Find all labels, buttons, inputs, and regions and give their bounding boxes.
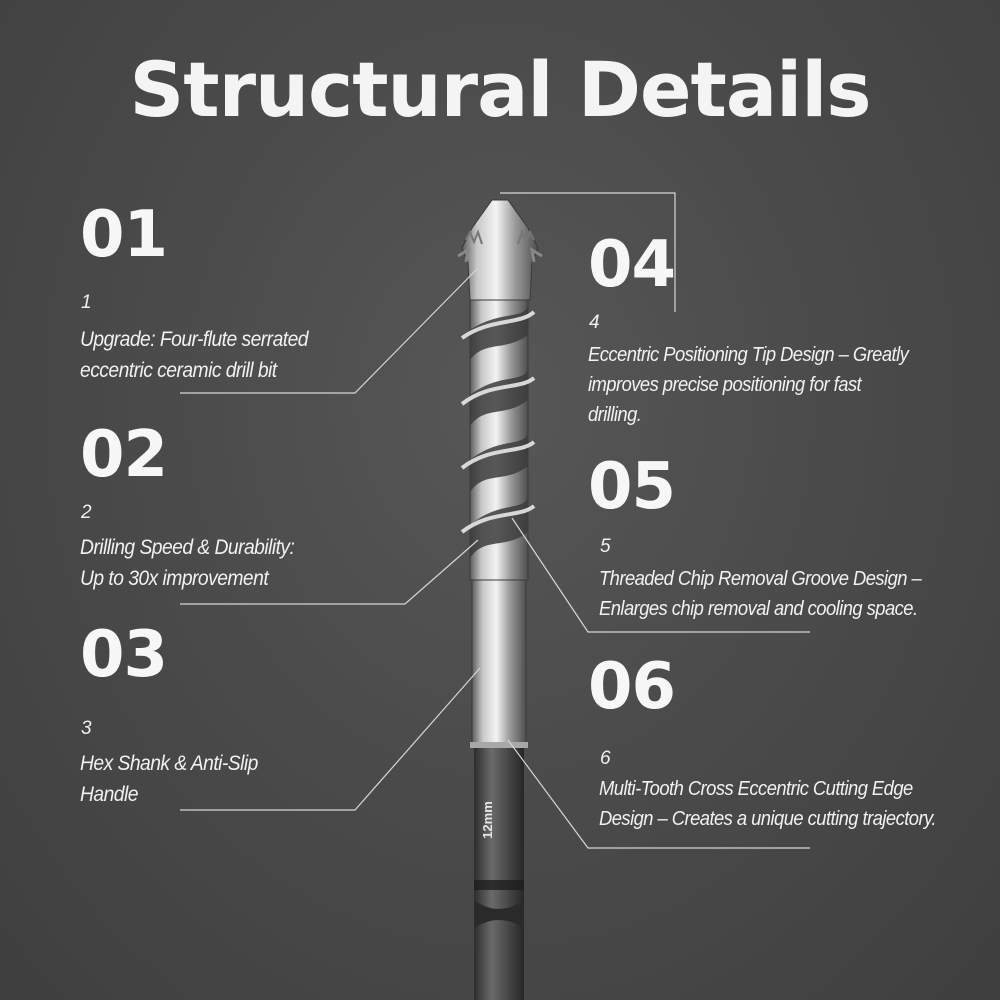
- item-05-number: 05: [588, 450, 676, 524]
- leader-lines: [180, 192, 810, 849]
- item-03-number: 03: [80, 618, 168, 692]
- item-05-index: 5: [600, 536, 611, 557]
- item-01-line-1: Upgrade: Four-flute serrated: [80, 328, 309, 351]
- leader-line-02: [180, 539, 479, 605]
- item-05-line-1: Threaded Chip Removal Groove Design –: [599, 568, 922, 590]
- item-04-index: 4: [589, 312, 600, 333]
- leader-line-04: [500, 192, 676, 312]
- item-02-line-2: Up to 30x improvement: [80, 567, 269, 590]
- item-02-line-1: Drilling Speed & Durability:: [80, 536, 295, 559]
- item-03-description: Hex Shank & Anti-Slip Handle: [80, 748, 258, 810]
- item-01-number: 01: [80, 198, 168, 272]
- item-04-line-1: Eccentric Positioning Tip Design – Great…: [588, 344, 909, 366]
- item-06-index: 6: [600, 748, 611, 769]
- leader-line-03: [180, 667, 481, 811]
- item-04-line-2: improves precise positioning for fast: [588, 374, 862, 396]
- item-01-description: Upgrade: Four-flute serrated eccentric c…: [80, 324, 309, 386]
- item-04-line-3: drilling.: [588, 404, 642, 426]
- item-03-line-1: Hex Shank & Anti-Slip: [80, 752, 258, 775]
- leader-line-05: [511, 517, 810, 633]
- item-01-index: 1: [81, 292, 92, 313]
- hex-shank: 12mm: [474, 748, 524, 1000]
- item-01-line-2: eccentric ceramic drill bit: [80, 359, 277, 382]
- drill-flute-body: [460, 299, 536, 581]
- item-03-index: 3: [81, 718, 92, 739]
- item-05-description: Threaded Chip Removal Groove Design – En…: [599, 564, 922, 624]
- leader-line-06: [507, 739, 810, 849]
- drill-tip: [457, 199, 543, 301]
- item-05-line-2: Enlarges chip removal and cooling space.: [599, 598, 918, 620]
- item-04-number: 04: [588, 228, 676, 302]
- item-02-index: 2: [81, 502, 92, 523]
- item-06-line-1: Multi-Tooth Cross Eccentric Cutting Edge: [599, 778, 913, 800]
- drill-size-label: 12mm: [480, 801, 495, 839]
- item-06-line-2: Design – Creates a unique cutting trajec…: [599, 808, 936, 830]
- drill-shank: [470, 579, 528, 748]
- item-06-number: 06: [588, 650, 676, 724]
- leader-line-01: [180, 267, 479, 394]
- item-02-description: Drilling Speed & Durability: Up to 30x i…: [80, 532, 295, 594]
- item-04-description: Eccentric Positioning Tip Design – Great…: [588, 340, 909, 430]
- item-02-number: 02: [80, 418, 168, 492]
- item-06-description: Multi-Tooth Cross Eccentric Cutting Edge…: [599, 774, 936, 834]
- item-03-line-2: Handle: [80, 783, 138, 806]
- page-title: Structural Details: [129, 45, 872, 134]
